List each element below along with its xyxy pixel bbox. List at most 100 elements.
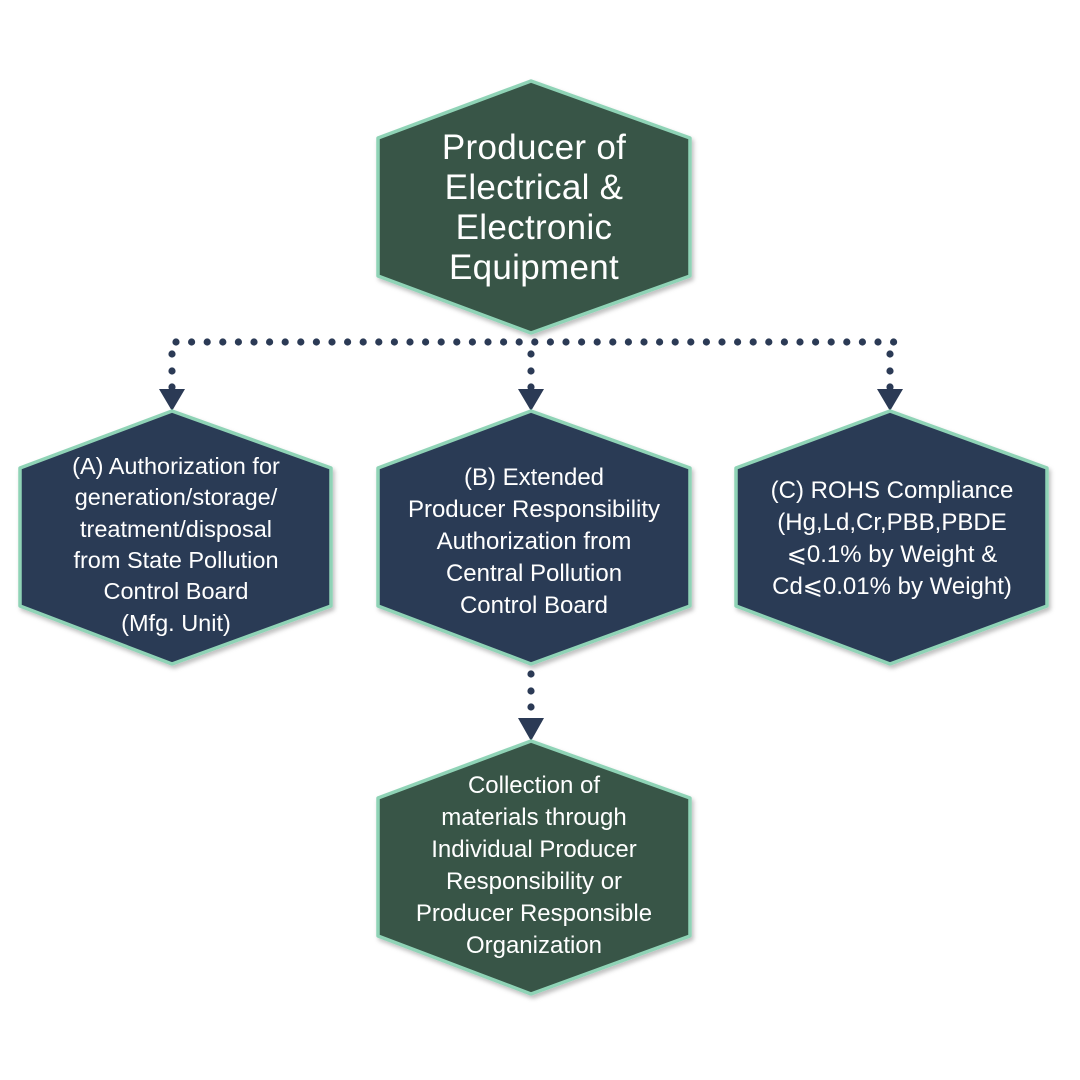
connector-dot [359,338,367,346]
connector-dot [765,338,773,346]
connector-dot [609,338,617,346]
connector-dot [718,338,726,346]
connector-dot [812,338,820,346]
node-d-line: Collection of [467,772,601,799]
connector-dot [780,338,789,346]
connector-dot [344,338,352,346]
node-d-line: Producer Responsible [415,900,653,927]
arrowhead-icon [877,389,903,411]
node-c-label: (C) ROHS Compliance (Hg,Ld,Cr,PBB,PBDE ⩽… [738,474,1046,604]
connector-dot [527,687,535,695]
connector-dot [437,338,445,346]
connector-dot [266,338,274,346]
connector-dot [640,338,648,346]
connector-dot [687,338,695,346]
connector-dot [168,383,176,391]
connector-dot [624,338,633,346]
connector-dot [375,338,383,346]
connector-dot [168,350,176,358]
arrowhead-icon [159,389,185,411]
node-c-line: (Hg,Ld,Cr,PBB,PBDE [777,509,1007,536]
connectors [159,338,903,741]
node-d-line: Individual Producer [431,836,637,863]
connector-dot [702,338,711,346]
node-a-line: from State Pollution [73,547,279,573]
connector-dot [328,338,336,346]
node-a-line: generation/storage/ [74,484,278,511]
connector-dot [886,383,894,391]
connector-dot [734,338,742,346]
node-d-line: Organization [465,932,603,959]
node-a-line: treatment/disposal [79,515,273,542]
connector-dot [234,338,242,346]
connector-dot [531,338,539,346]
node-c-line: Cd⩽0.01% by Weight) [772,573,1012,600]
connector-dot [406,338,414,346]
node-a-line: Control Board [103,578,249,605]
connector-dot [203,338,211,346]
connector-dot [168,367,176,375]
connector-dot [656,338,664,346]
hexagon-nodes [18,79,1049,996]
connector-dot [527,670,535,678]
hexagon-root [376,79,692,335]
connector-dot [886,367,894,375]
connector-dot [250,338,258,346]
connector-dot [796,338,804,346]
hexagon-a [18,409,333,666]
connector-dot [562,338,570,346]
connector-dot [749,338,757,346]
node-d-label: Collection of materials through Individu… [380,770,688,962]
arrowhead-icon [518,389,544,411]
node-root-label: Producer of Electrical & Electronic Equi… [378,128,690,288]
connector-dot [593,338,601,346]
node-d-line: Responsibility or [445,868,623,895]
node-c-line: ⩽0.1% by Weight & [786,541,998,568]
connector-dot [671,338,679,346]
node-root-line: Electrical & [444,168,624,207]
connector-dot [546,338,555,346]
connector-dot [874,338,882,346]
connector-dot [484,338,492,346]
node-root-line: Producer of [441,128,627,167]
connector-dot [886,350,894,358]
connector-dot [843,338,851,346]
hexagon-c [734,409,1049,666]
connector-dot [281,338,289,346]
connector-dot [527,703,535,711]
hexagon-b [376,409,692,666]
connector-dot [468,338,476,346]
node-b-line: Central Pollution [445,560,623,587]
node-root-line: Equipment [448,248,620,287]
connector-dot [515,338,523,346]
node-c-line: (C) ROHS Compliance [770,477,1014,504]
connector-dot [500,338,508,346]
connector-dot [527,383,535,391]
connector-dot [827,338,835,346]
connector-dot [453,338,461,346]
connector-dot [219,338,227,346]
connector-dot [527,350,535,358]
node-b-label: (B) Extended Producer Responsibility Aut… [380,462,688,622]
connector-dot [858,338,867,346]
node-a-line: (Mfg. Unit) [121,609,231,636]
connector-dot [297,338,305,346]
node-b-line: Producer Responsibility [407,496,661,523]
connector-dot [188,338,196,346]
hexagon-d [376,739,692,996]
node-d-line: materials through [441,804,627,831]
connector-dot [390,338,398,346]
connector-dot [578,338,586,346]
node-a-line: (A) Authorization for [72,453,280,480]
node-b-line: (B) Extended [463,464,605,491]
connector-dot [312,338,320,346]
node-a-label: (A) Authorization for generation/storage… [22,450,330,640]
node-root-line: Electronic [455,208,613,247]
arrowhead-icon [518,718,544,741]
connector-dot [422,338,430,346]
connector-dot [527,367,535,375]
connector-dot [172,338,180,346]
connector-dot [890,338,898,346]
node-b-line: Authorization from [436,528,632,555]
